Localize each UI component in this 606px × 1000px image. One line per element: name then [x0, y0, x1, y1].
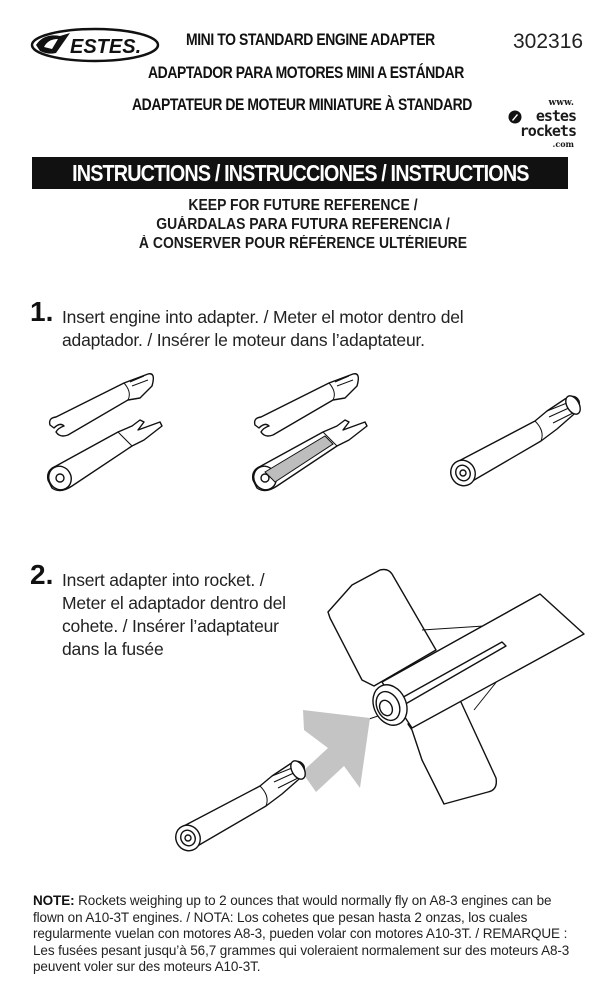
insert-arrow-icon: [302, 710, 370, 792]
step-1-text: Insert engine into adapter. / Meter el m…: [62, 306, 582, 352]
title-english: MINI TO STANDARD ENGINE ADAPTER: [186, 30, 435, 49]
keep-notice: KEEP FOR FUTURE REFERENCE / GUÁRDALAS PA…: [0, 196, 606, 253]
estes-logo: ESTES.: [30, 27, 160, 63]
step-2-line: Meter el adaptador dentro del: [62, 593, 286, 613]
website-com: .com: [552, 139, 574, 149]
brand-text: ESTES.: [70, 36, 141, 58]
step-1-line: Insert engine into adapter. / Meter el m…: [62, 307, 464, 327]
step-2-line: cohete. / Insérer l’adaptateur: [62, 616, 279, 636]
adapter-open-with-engine: [248, 373, 368, 495]
step-2-line: Insert adapter into rocket. /: [62, 570, 265, 590]
keep-line-es: GUÁRDALAS PARA FUTURA REFERENCIA /: [156, 216, 450, 233]
note-paragraph: NOTE: Rockets weighing up to 2 ounces th…: [33, 893, 583, 976]
instructions-banner: INSTRUCTIONS / INSTRUCCIONES / INSTRUCTI…: [32, 157, 568, 189]
step-2-line: dans la fusée: [62, 639, 164, 659]
rocket-tail-with-fins: [327, 568, 585, 805]
rocket-icon: [508, 110, 522, 124]
website-logo: www. estes rockets .com: [500, 98, 580, 150]
title-spanish: ADAPTADOR PARA MOTORES MINI A ESTÁNDAR: [148, 63, 464, 82]
keep-line-en: KEEP FOR FUTURE REFERENCE /: [188, 197, 418, 214]
website-rockets: rockets: [519, 122, 577, 140]
adapter-open-empty: [43, 373, 163, 495]
website-estes: estes: [535, 107, 577, 125]
keep-line-fr: À CONSERVER POUR RÉFÉRENCE ULTÉRIEURE: [138, 235, 468, 252]
step-1-number: 1.: [30, 296, 54, 327]
banner-label: INSTRUCTIONS / INSTRUCCIONES / INSTRUCTI…: [71, 159, 529, 186]
title-french: ADAPTATEUR DE MOTEUR MINIATURE À STANDAR…: [132, 95, 472, 114]
step-2-number: 2.: [30, 559, 54, 590]
website-www: www.: [548, 98, 574, 108]
step-1-line: adaptador. / Insérer le moteur dans l’ad…: [62, 330, 425, 350]
part-number: 302316: [513, 30, 584, 53]
engine-shape: [264, 435, 334, 483]
step-2-text: Insert adapter into rocket. / Meter el a…: [62, 569, 322, 661]
note-text: Rockets weighing up to 2 ounces that wou…: [33, 893, 570, 974]
note-label: NOTE:: [33, 893, 75, 908]
adapter-closed: [445, 392, 584, 491]
adapter-closed: [170, 757, 309, 856]
step-1-illustrations: [43, 373, 584, 495]
step-2-illustrations: [170, 568, 585, 856]
